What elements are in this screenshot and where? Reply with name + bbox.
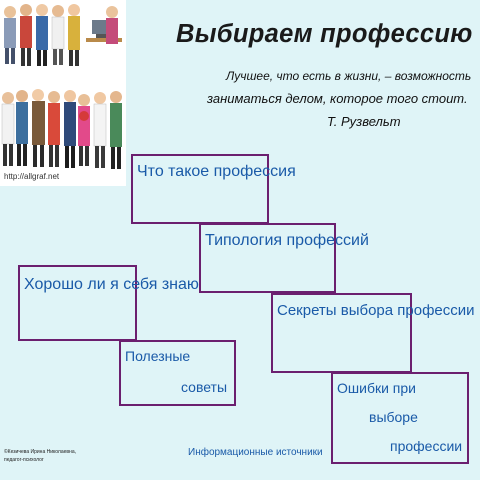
- topic-typology-label[interactable]: Типология профессий: [205, 232, 369, 249]
- copyright-line-1: ©Кезичева Ирина Николаевна,: [4, 449, 76, 455]
- people-professions-illustration: [0, 0, 126, 186]
- topic-tips-label-line-2[interactable]: советы: [181, 379, 228, 395]
- topic-self-knowledge-label[interactable]: Хорошо ли я себя знаю: [24, 276, 199, 293]
- topic-secrets-label[interactable]: Секреты выбора профессии: [277, 302, 475, 319]
- topic-mistakes-button[interactable]: [331, 372, 469, 464]
- people-illustration-graphic: [0, 0, 126, 186]
- topic-typology-button[interactable]: [199, 223, 336, 293]
- topic-mistakes-label-line-2[interactable]: выборе: [369, 409, 418, 425]
- quote-line-1: Лучшее, что есть в жизни, – возможность: [226, 69, 472, 83]
- quote-line-2: заниматься делом, которое того стоит.: [207, 91, 468, 106]
- topic-mistakes-label-line-3[interactable]: профессии: [390, 438, 463, 454]
- quote-author: Т. Рузвельт: [327, 114, 401, 129]
- topic-mistakes-label-line-1[interactable]: Ошибки при: [337, 380, 416, 396]
- topic-what-is-profession-label[interactable]: Что такое профессия: [137, 163, 296, 180]
- info-sources-link[interactable]: Информационные источники: [188, 447, 323, 458]
- topic-self-knowledge-button[interactable]: [18, 265, 137, 341]
- copyright-line-2: педагог-психолог: [4, 457, 44, 463]
- image-credit-text: http://allgraf.net: [4, 172, 60, 181]
- topic-tips-label-line-1[interactable]: Полезные: [125, 348, 191, 364]
- topic-tips-button[interactable]: [119, 340, 236, 406]
- slide-title: Выбираем профессию: [176, 20, 473, 48]
